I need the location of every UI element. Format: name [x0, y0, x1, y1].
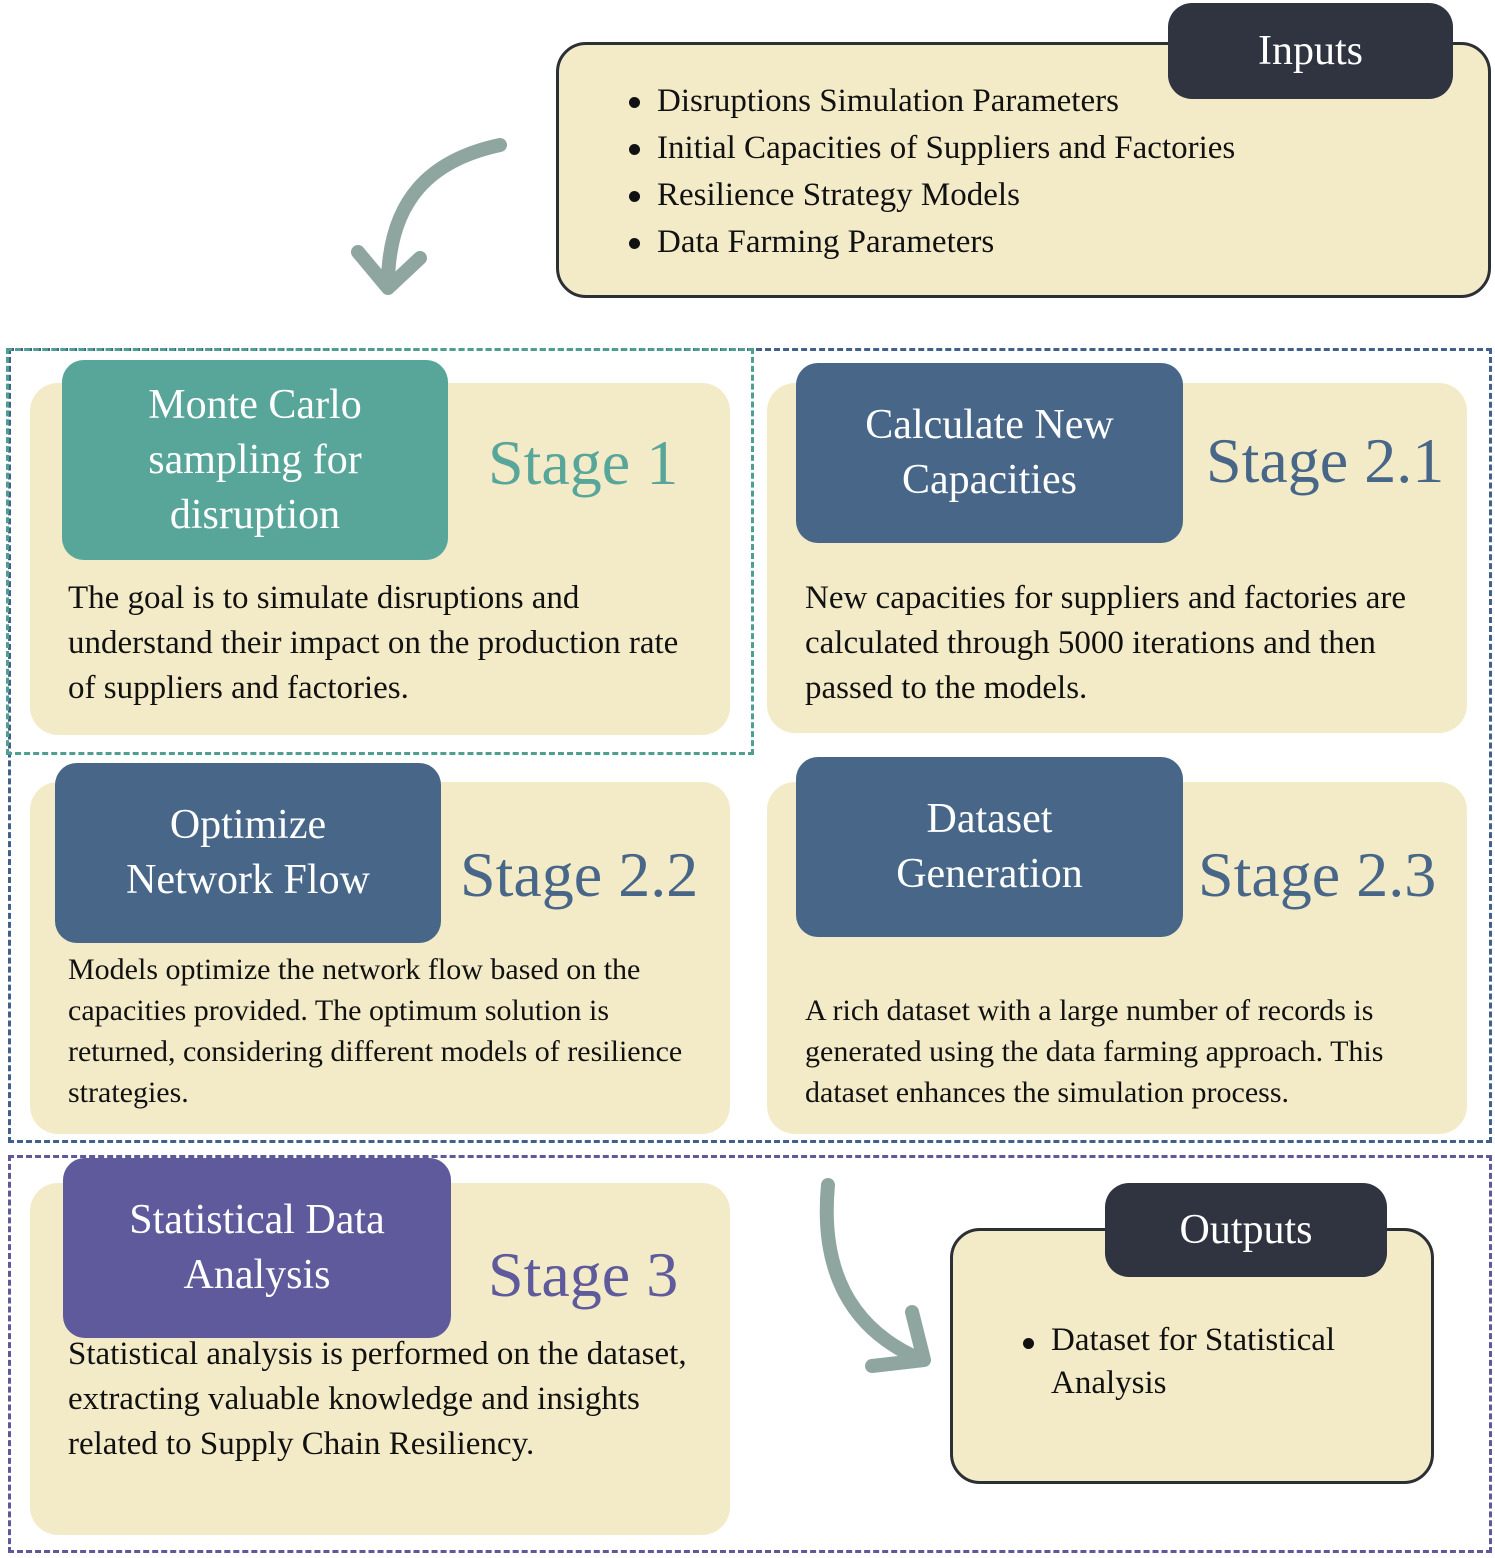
- inputs-item: Disruptions Simulation Parameters: [627, 78, 1447, 125]
- outputs-item: Dataset for Statistical Analysis: [1021, 1319, 1401, 1405]
- stage21-label: Stage 2.1: [1206, 425, 1445, 496]
- stage3-heading-line: Statistical Data: [129, 1197, 385, 1243]
- stage1-heading-line: Monte Carlo: [148, 381, 362, 428]
- stage22-description: Models optimize the network flow based o…: [68, 953, 683, 1109]
- inputs-item: Data Farming Parameters: [627, 219, 1447, 266]
- stage22-label: Stage 2.2: [460, 839, 699, 910]
- stage23-heading-line: Generation: [896, 851, 1083, 897]
- stage1-heading: Monte Carlo sampling for disruption: [62, 360, 448, 560]
- stage21-description: New capacities for suppliers and factori…: [805, 580, 1407, 706]
- stage3-description: Statistical analysis is performed on the…: [68, 1336, 687, 1462]
- stage3-group-border: [8, 1155, 1492, 1553]
- stage22-heading-line: Optimize: [169, 802, 327, 848]
- stage22-heading: Optimize Network Flow: [55, 763, 441, 943]
- inputs-tab: Inputs: [1168, 3, 1453, 99]
- stage23-heading: Dataset Generation: [796, 757, 1183, 937]
- curved-arrow-inputs-to-stage1-icon: [351, 138, 507, 295]
- stage23-label: Stage 2.3: [1198, 839, 1437, 910]
- stage1-description: The goal is to simulate disruptions and …: [68, 580, 679, 706]
- stage22-heading-line: Network Flow: [126, 857, 370, 903]
- stage21-heading: Calculate New Capacities: [796, 363, 1183, 543]
- stage23-heading-line: Dataset: [926, 796, 1053, 842]
- inputs-item: Initial Capacities of Suppliers and Fact…: [627, 125, 1447, 172]
- stage3-label: Stage 3: [488, 1239, 679, 1310]
- inputs-list: Disruptions Simulation Parameters Initia…: [627, 78, 1447, 266]
- outputs-tab: Outputs: [1105, 1183, 1387, 1277]
- inputs-tab-label: Inputs: [1258, 28, 1363, 74]
- stage1-label: Stage 1: [488, 427, 679, 498]
- stage1-group-border: [6, 348, 754, 755]
- outputs-list: Dataset for Statistical Analysis: [1021, 1319, 1401, 1405]
- stage21-heading-line: Capacities: [902, 457, 1077, 503]
- outputs-tab-label: Outputs: [1179, 1207, 1313, 1253]
- stage1-heading-line: disruption: [169, 491, 341, 538]
- stage3-heading-line: Analysis: [183, 1252, 331, 1298]
- stage21-heading-line: Calculate New: [865, 402, 1114, 448]
- stage23-description: A rich dataset with a large number of re…: [805, 994, 1384, 1109]
- stage1-heading-line: sampling for: [148, 436, 362, 483]
- stage3-heading: Statistical Data Analysis: [63, 1158, 451, 1338]
- curved-arrow-stage3-to-outputs-icon: [819, 1178, 931, 1373]
- inputs-item: Resilience Strategy Models: [627, 172, 1447, 219]
